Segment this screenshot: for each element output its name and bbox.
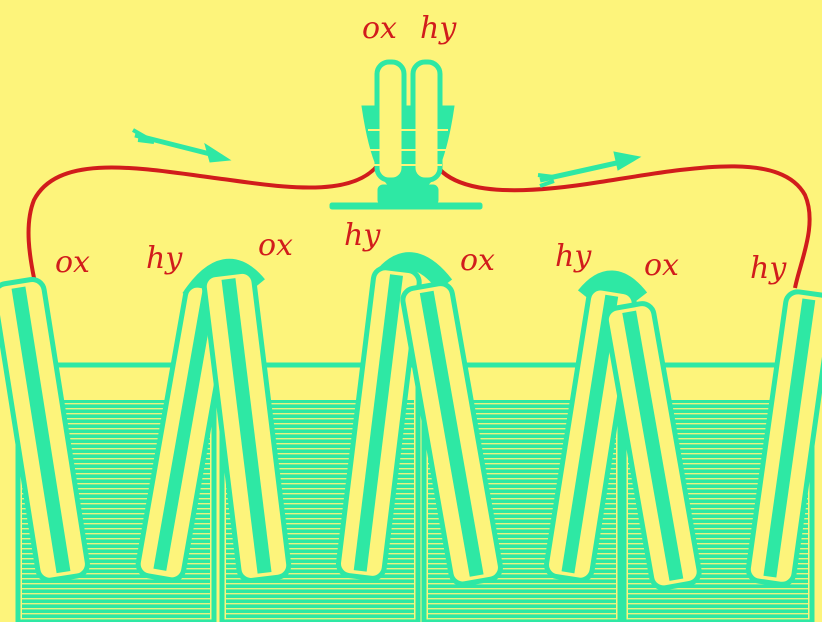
cell-3 xyxy=(400,281,637,622)
arrow-icon xyxy=(132,128,232,163)
cell-1-hydrogen-label: hy xyxy=(146,241,183,276)
top-hydrogen-label: hy xyxy=(420,11,457,46)
cell-jar xyxy=(219,362,421,622)
connecting-wire xyxy=(426,139,812,289)
cell-1 xyxy=(0,277,234,622)
cell-jar xyxy=(421,362,623,622)
hydrogen-tube xyxy=(135,282,234,583)
oxygen-tube xyxy=(603,301,702,591)
hydrogen-tube xyxy=(336,265,422,581)
cell-4-hydrogen-label: hy xyxy=(750,251,787,286)
top-oxygen-label: ox xyxy=(362,11,397,46)
hydrogen-tube xyxy=(745,289,822,587)
cell-4-oxygen-label: ox xyxy=(644,248,679,283)
cell-jar xyxy=(15,362,217,622)
oxygen-tube xyxy=(0,277,90,583)
cell-jar xyxy=(621,362,815,622)
cell-4 xyxy=(603,289,822,622)
voltameter xyxy=(329,59,483,210)
oxygen-tube xyxy=(400,281,503,587)
cell-3-oxygen-label: ox xyxy=(460,243,495,278)
cell-3-hydrogen-label: hy xyxy=(555,239,592,274)
cell-2-hydrogen-label: hy xyxy=(344,218,381,253)
cell-2 xyxy=(201,265,422,622)
cell-2-oxygen-label: ox xyxy=(258,228,293,263)
oxygen-tube xyxy=(201,268,292,583)
connecting-wire xyxy=(26,139,390,279)
cell-1-oxygen-label: ox xyxy=(55,245,90,280)
arrow-icon xyxy=(537,151,642,188)
